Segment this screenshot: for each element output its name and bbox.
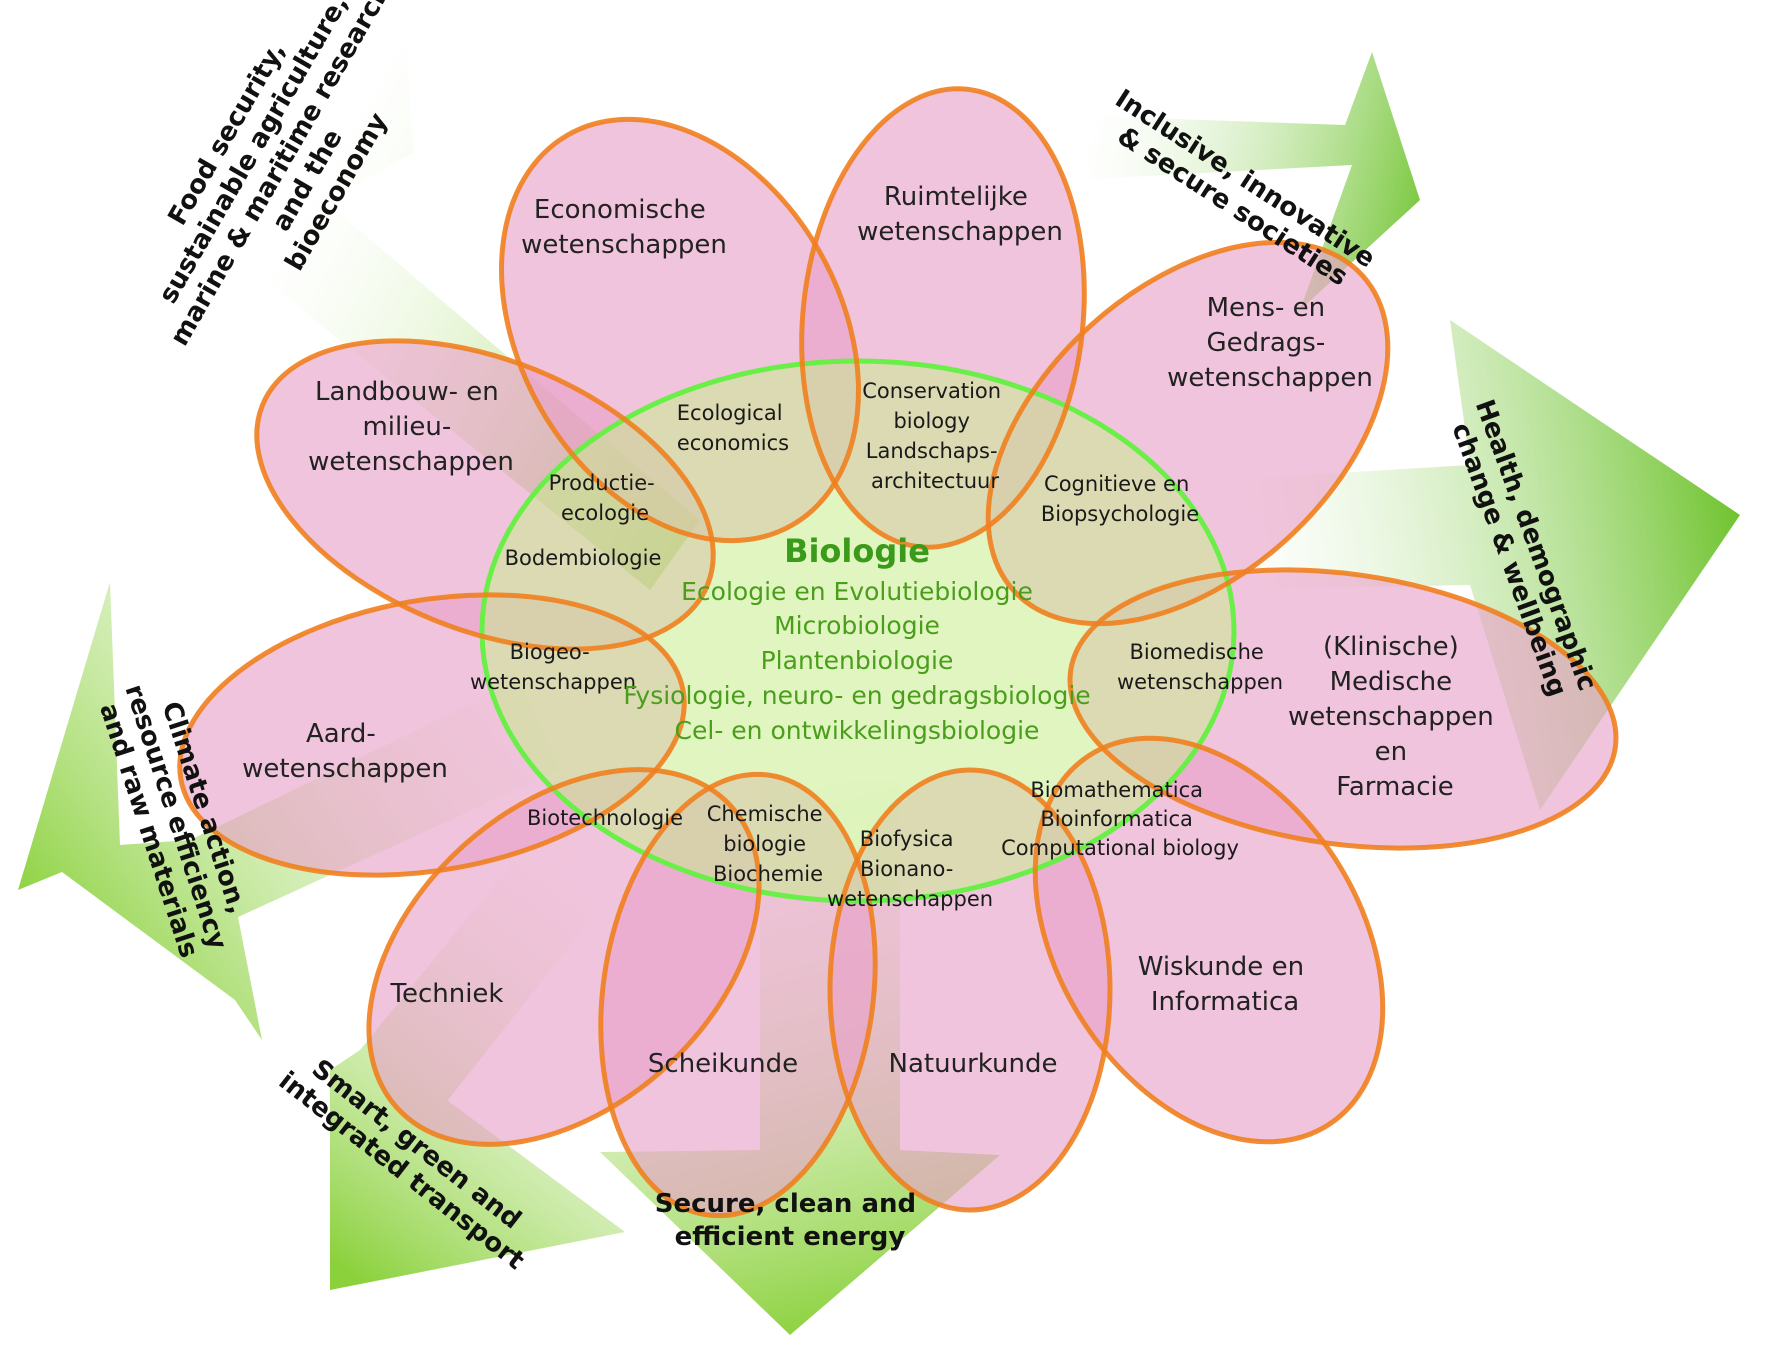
overlap-label-productie: Productie- ecologie bbox=[549, 471, 662, 525]
overlap-label-biomedische: Biomedische wetenschappen bbox=[1117, 640, 1283, 694]
petal-outlines bbox=[177, 86, 1619, 1219]
health-wellbeing-arrow bbox=[1220, 320, 1740, 810]
overlap-label-cognitieve: Cognitieve en Biopsychologie bbox=[1041, 472, 1199, 526]
petal-outline-wiskunde bbox=[1032, 735, 1386, 1145]
petal-outline-mens bbox=[985, 239, 1391, 627]
petal-outline-landbouw bbox=[254, 338, 716, 652]
petal-label-natuurkunde: Natuurkunde bbox=[889, 1049, 1058, 1079]
center-line-1: Ecologie en Evolutiebiologie bbox=[681, 577, 1033, 606]
overlap-label-bodembiologie: Bodembiologie bbox=[505, 546, 662, 570]
center-line-3: Plantenbiologie bbox=[761, 646, 954, 675]
overlap-label-ecological-economics: Ecological economics bbox=[677, 401, 789, 455]
center-line-5: Cel- en ontwikkelingsbiologie bbox=[675, 716, 1040, 745]
petal-label-wiskunde: Wiskunde en Informatica bbox=[1138, 952, 1313, 1017]
overlap-label-conservation: Conservation biology Landschaps- archite… bbox=[862, 379, 1008, 493]
petal-label-ruimtelijk: Ruimtelijke wetenschappen bbox=[857, 182, 1063, 247]
petal-label-techniek: Techniek bbox=[390, 979, 504, 1009]
petal-outline-aard bbox=[177, 592, 687, 878]
energy-label: Secure, clean and efficient energy bbox=[655, 1189, 925, 1252]
petal-label-aard: Aard- wetenschappen bbox=[242, 719, 448, 784]
petal-outline-scheikunde bbox=[598, 771, 878, 1219]
petal-label-mens: Mens- en Gedrags- wetenschappen bbox=[1167, 293, 1373, 393]
petal-label-economisch: Economische wetenschappen bbox=[521, 195, 727, 260]
overlap-label-biotechnologie: Biotechnologie bbox=[527, 806, 683, 830]
discipline-labels: Economische wetenschappen Ruimtelijke we… bbox=[242, 182, 1502, 1079]
petal-outline-techniek bbox=[366, 767, 762, 1147]
petal-outline-natuurkunde bbox=[827, 767, 1113, 1213]
overlap-label-chemische: Chemische biologie Biochemie bbox=[707, 802, 830, 886]
petal-label-medisch: (Klinische) Medische wetenschappen en Fa… bbox=[1288, 632, 1502, 802]
center-title: Biologie bbox=[784, 532, 930, 570]
center-line-2: Microbiologie bbox=[774, 611, 940, 640]
biology-center-text: Biologie Ecologie en Evolutiebiologie Mi… bbox=[623, 532, 1090, 745]
petal-outline-economisch bbox=[499, 116, 861, 544]
petal-label-scheikunde: Scheikunde bbox=[648, 1049, 798, 1079]
overlap-label-biogeo: Biogeo- wetenschappen bbox=[470, 640, 636, 694]
overlap-label-biofysica: Biofysica Bionano- wetenschappen bbox=[827, 827, 993, 911]
center-line-4: Fysiologie, neuro- en gedragsbiologie bbox=[623, 681, 1090, 710]
inclusive-societies-arrow bbox=[1060, 52, 1420, 310]
petal-label-landbouw: Landbouw- en milieu- wetenschappen bbox=[308, 377, 514, 477]
overlap-labels: Ecological economics Conservation biolog… bbox=[470, 379, 1283, 911]
overlap-label-biomathematica: Biomathematica Bioinformatica Computatio… bbox=[1001, 778, 1239, 860]
